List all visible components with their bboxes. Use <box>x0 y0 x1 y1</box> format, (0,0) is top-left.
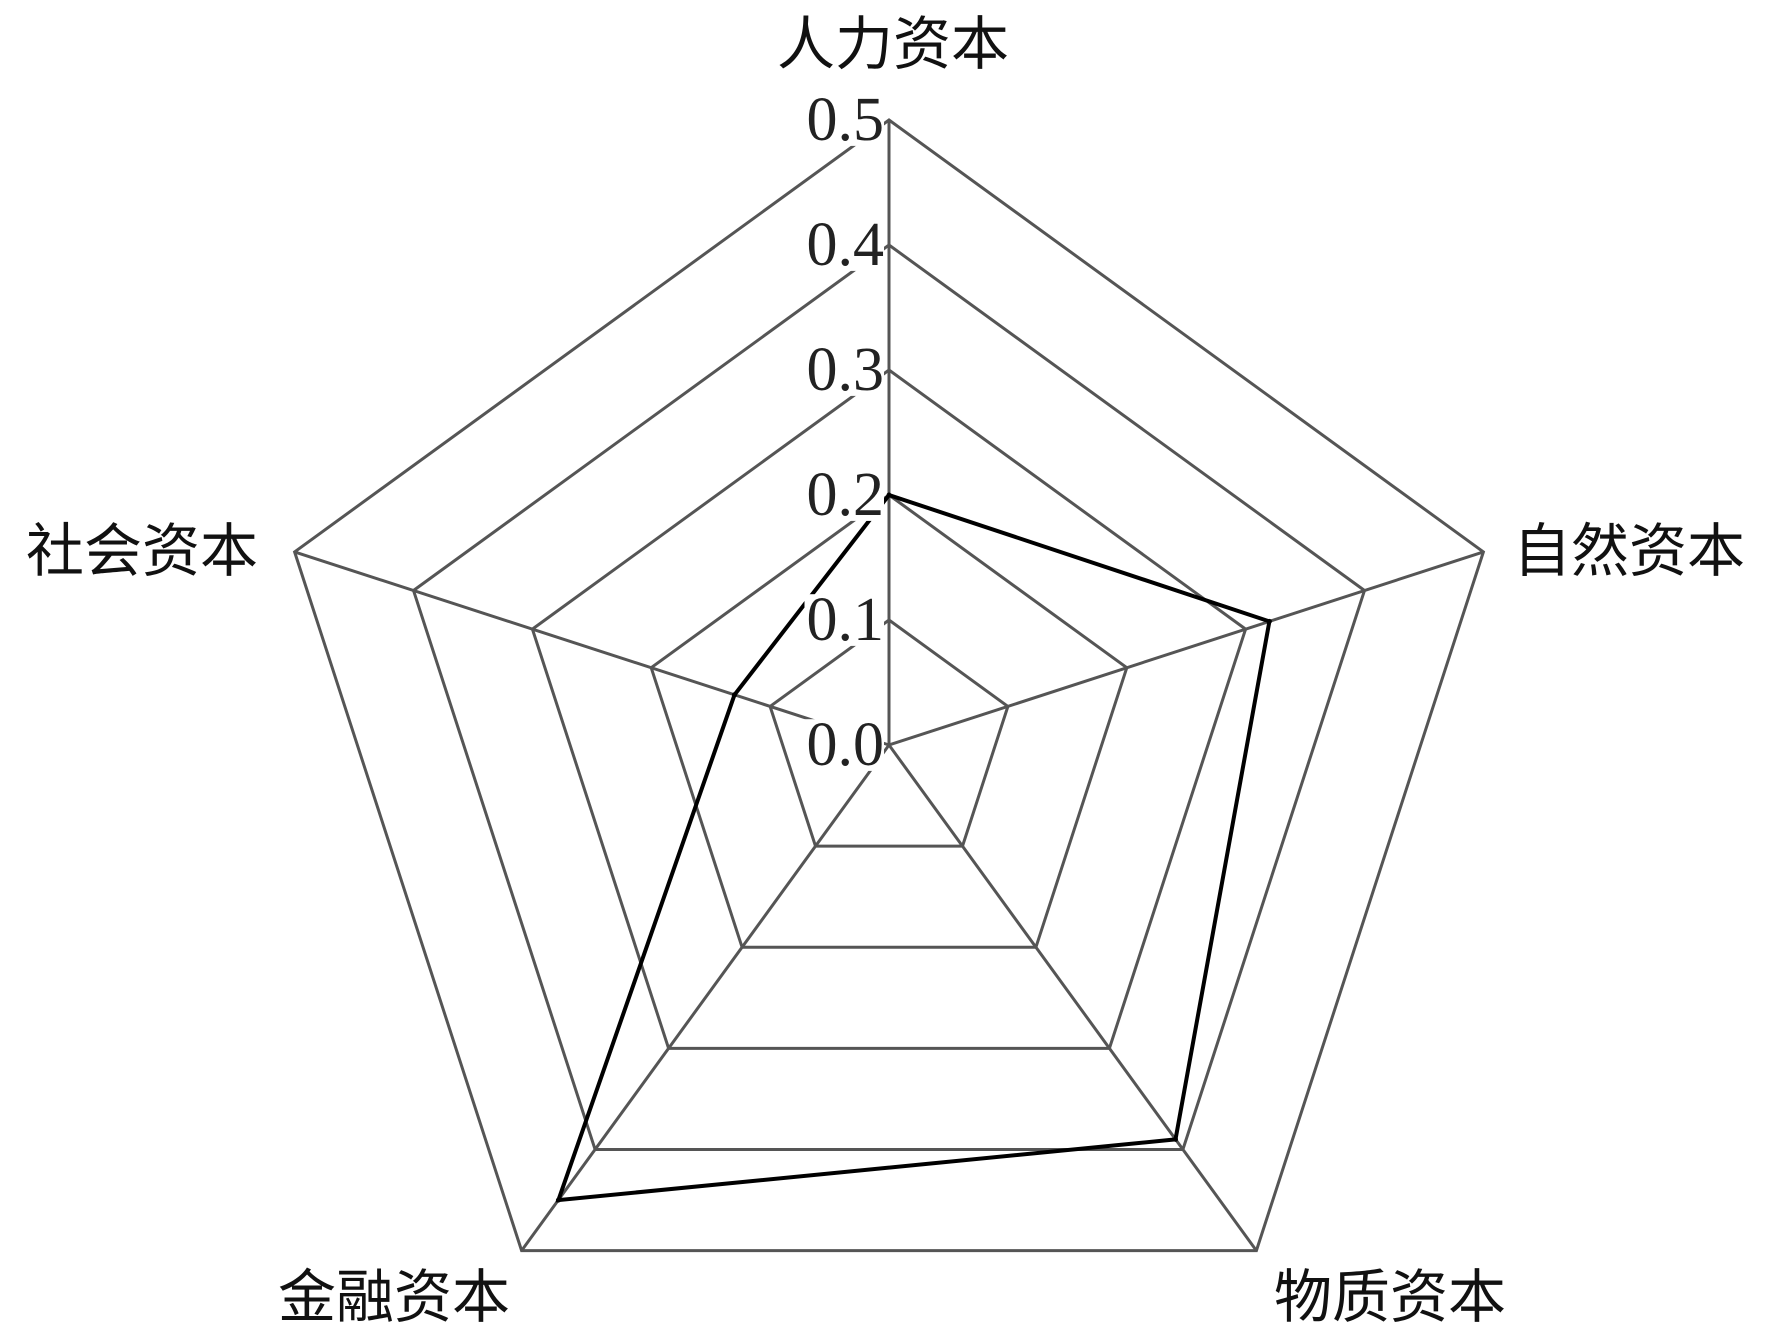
tick-label: 0.4 <box>807 211 885 279</box>
grid-ring-2 <box>649 493 1129 949</box>
series-line <box>555 492 1272 1203</box>
grid-ring-5 <box>292 118 1486 1253</box>
category-label-physical-capital: 物质资本 <box>1274 1263 1506 1331</box>
axis-lines <box>294 120 1484 1252</box>
data-point <box>1266 618 1272 624</box>
data-point <box>555 1197 561 1203</box>
tick-label-background <box>804 594 884 646</box>
category-label-natural-capital: 自然资本 <box>1513 517 1745 585</box>
data-point <box>1173 1136 1178 1142</box>
data-point <box>886 492 892 498</box>
tick-label-background <box>804 219 884 271</box>
data-point <box>732 692 737 698</box>
axis-line-3 <box>520 744 891 1252</box>
tick-label-background <box>804 719 884 771</box>
tick-label: 0.5 <box>807 86 885 154</box>
tick-label: 0.0 <box>807 711 885 779</box>
tick-label-background <box>804 94 884 146</box>
axis-line-1 <box>888 550 1484 747</box>
axis-line-4 <box>294 550 890 747</box>
category-label-financial-capital: 金融资本 <box>278 1263 510 1331</box>
category-label-social-capital: 社会资本 <box>26 517 258 585</box>
grid-ring-4 <box>411 243 1367 1151</box>
tick-label: 0.3 <box>807 336 885 404</box>
grid-ring-1 <box>768 618 1010 848</box>
tick-labels: 0.0 0.1 0.2 0.3 0.4 0.5 <box>804 86 885 779</box>
data-series <box>555 492 1272 1203</box>
tick-label: 0.2 <box>807 461 885 529</box>
grid-rings <box>292 118 1486 1253</box>
tick-label-background <box>804 344 884 396</box>
category-labels: 人力资本 自然资本 物质资本 金融资本 社会资本 <box>26 10 1745 1331</box>
tick-label-background <box>804 469 884 521</box>
tick-label: 0.1 <box>807 586 885 654</box>
axis-line-2 <box>887 744 1258 1252</box>
grid-ring-3 <box>530 368 1248 1050</box>
category-label-human-capital: 人力资本 <box>777 10 1009 78</box>
